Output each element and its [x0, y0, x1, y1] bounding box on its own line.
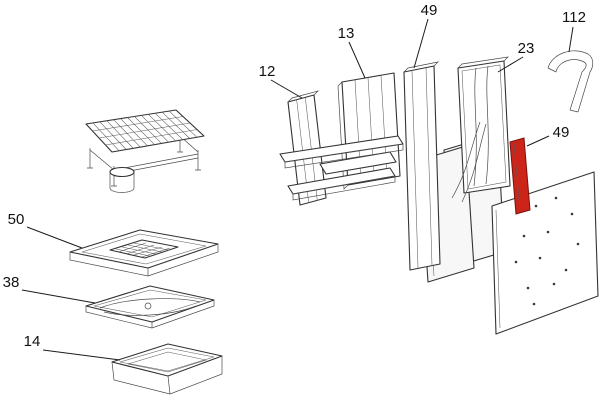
part-50-plate[interactable]: [69, 229, 219, 277]
part-label-112[interactable]: 112: [562, 9, 586, 26]
leader-50: [26, 226, 83, 249]
part-49-liner-large[interactable]: [403, 61, 441, 271]
plate-texture-grid: [115, 242, 171, 258]
leader-13: [348, 41, 366, 79]
part-38-frame[interactable]: [85, 285, 215, 329]
sensor-wires: [451, 121, 487, 203]
part-label-12[interactable]: 12: [259, 63, 276, 80]
panel-holes: [514, 196, 580, 306]
leader-23: [497, 56, 524, 73]
leader-lines: [21, 18, 574, 361]
part-14-ash-pan[interactable]: [111, 343, 223, 395]
part-back-panel[interactable]: [491, 171, 599, 335]
part-label-49a[interactable]: 49: [421, 2, 438, 19]
grate-hatch-lines: [92, 110, 198, 151]
leader-38: [21, 289, 96, 304]
burner-cylinder: [109, 166, 135, 193]
part-49-highlighted-strip[interactable]: [509, 137, 531, 215]
part-label-13[interactable]: 13: [338, 25, 355, 42]
part-label-14[interactable]: 14: [24, 333, 41, 350]
leader-112: [568, 26, 574, 53]
part-label-50[interactable]: 50: [8, 211, 25, 228]
part-label-23[interactable]: 23: [518, 40, 535, 57]
part-labels: 12 13 49 23 112 49 50 38 14: [3, 2, 586, 350]
part-grate-assembly[interactable]: [85, 109, 205, 193]
part-23-back-wall[interactable]: [451, 56, 511, 203]
leader-12: [270, 79, 303, 99]
part-base-rails[interactable]: [279, 135, 404, 201]
leader-49a: [413, 18, 429, 69]
frame-mechanism: [99, 298, 201, 316]
part-label-49b[interactable]: 49: [553, 124, 570, 141]
leader-14: [42, 349, 121, 361]
leader-49b: [526, 135, 550, 147]
part-112-bracket[interactable]: [547, 50, 594, 113]
grate-surface: [85, 109, 205, 153]
flame-pattern-lines: [473, 65, 489, 187]
part-label-38[interactable]: 38: [3, 274, 20, 291]
